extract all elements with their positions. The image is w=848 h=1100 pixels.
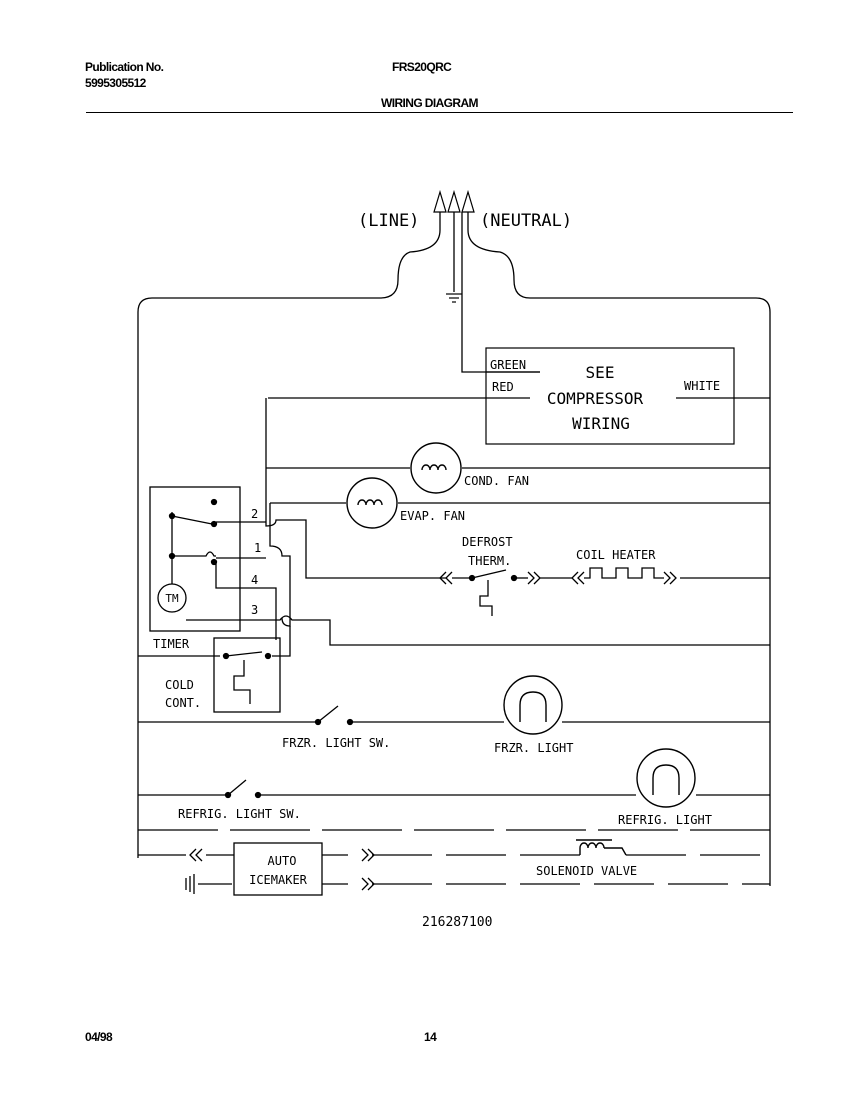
refrig-light-sw-label: REFRIG. LIGHT SW. [178, 807, 301, 821]
timer-terminal-4 [215, 562, 266, 589]
timer-bus-1 [269, 503, 291, 627]
model-number: FRS20QRC [392, 60, 452, 74]
timer-switch-a [171, 515, 213, 525]
timer-bus-2 [265, 398, 446, 579]
cold-cont-label-1: COLD [165, 678, 194, 692]
coil-heater-label: COIL HEATER [576, 548, 656, 562]
frzr-light [503, 675, 563, 735]
defrost-label-2: THERM. [468, 554, 511, 568]
publication-label: Publication No. [85, 60, 164, 74]
icemaker-label-1: AUTO [268, 854, 297, 868]
line-label: (LINE) [358, 211, 419, 231]
publication-number: 5995305512 [85, 76, 146, 90]
frzr-light-label: FRZR. LIGHT [494, 741, 573, 755]
diagram-part-number: 216287100 [422, 915, 492, 930]
evap-fan [346, 477, 398, 529]
terminal-3: 3 [251, 603, 258, 617]
cold-control-feed [138, 626, 291, 657]
green-label: GREEN [490, 358, 526, 372]
solenoid-valve [576, 839, 627, 856]
line-arrow [433, 189, 447, 213]
cond-fan-label: COND. FAN [464, 474, 529, 488]
compressor-line2: COMPRESSOR [547, 389, 644, 408]
timer-label: TIMER [153, 637, 190, 651]
timer-bus-4 [266, 587, 277, 640]
terminal-1: 1 [254, 541, 261, 555]
cold-control [213, 637, 281, 713]
ground-arrow [447, 189, 461, 213]
coil-heater [571, 567, 677, 585]
compressor-box: GREEN RED WHITE SEE COMPRESSOR WIRING [485, 347, 735, 445]
timer-bus-3 [266, 615, 770, 646]
page-title: WIRING DIAGRAM [381, 96, 479, 110]
evap-fan-label: EVAP. FAN [400, 509, 465, 523]
icemaker-ground-symbol [185, 874, 195, 894]
neutral-arrow [461, 189, 475, 213]
red-label: RED [492, 380, 514, 394]
icemaker [185, 842, 375, 896]
cond-fan [410, 442, 462, 494]
line-wire [137, 212, 441, 858]
page-number: 14 [424, 1030, 437, 1044]
frzr-light-switch [314, 705, 354, 726]
icemaker-right [322, 854, 348, 885]
ground-symbol [446, 293, 462, 303]
icemaker-label-2: ICEMAKER [249, 873, 308, 887]
white-label: WHITE [684, 379, 720, 393]
defrost-therm [439, 569, 541, 616]
terminal-4: 4 [251, 573, 258, 587]
footer-date: 04/98 [85, 1030, 113, 1044]
refrig-light-switch [224, 779, 262, 799]
cold-cont-label-2: CONT. [165, 696, 201, 710]
refrig-light-label: REFRIG. LIGHT [618, 813, 712, 827]
defrost-label-1: DEFROST [462, 535, 513, 549]
timer-motor-label: TM [165, 592, 179, 605]
neutral-label: (NEUTRAL) [480, 211, 572, 231]
timer-switch-b [172, 551, 216, 557]
header-rule [86, 112, 793, 113]
supply-arrows [433, 189, 475, 213]
timer [149, 486, 241, 632]
wires [137, 212, 771, 886]
frzr-light-sw-label: FRZR. LIGHT SW. [282, 736, 390, 750]
refrig-light [636, 748, 696, 808]
compressor-line1: SEE [586, 363, 615, 382]
solenoid-valve-label: SOLENOID VALVE [536, 864, 637, 878]
terminal-2: 2 [251, 507, 258, 521]
neutral-wire [467, 212, 771, 886]
compressor-line3: WIRING [572, 414, 630, 433]
